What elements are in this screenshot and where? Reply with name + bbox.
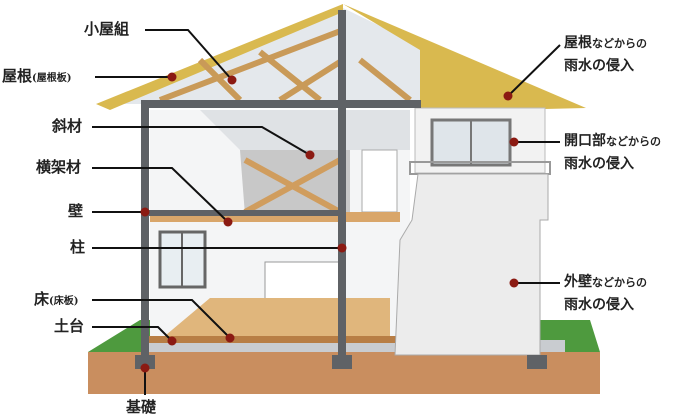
label-koyagumi: 小屋組 xyxy=(84,20,130,38)
kitchen xyxy=(264,261,341,301)
callout-main: 開口部 xyxy=(564,133,606,149)
callout-suffix: などからの xyxy=(606,135,661,148)
bracing xyxy=(243,157,342,215)
callout-wall-leak: 外壁などからの 雨水の侵入 xyxy=(564,271,647,317)
callout-main: 屋根 xyxy=(564,35,592,51)
label-yane-sub: (屋根板) xyxy=(32,73,72,84)
label-yuka: 床(床板) xyxy=(34,292,78,307)
frame xyxy=(135,10,547,369)
callout-line2: 雨水の侵入 xyxy=(564,156,634,172)
label-kiso: 基礎 xyxy=(126,398,157,416)
interior-ceiling xyxy=(200,110,410,150)
callout-opening-leak: 開口部などからの 雨水の侵入 xyxy=(564,130,661,176)
label-yane: 屋根(屋根板) xyxy=(2,69,71,84)
first-floor xyxy=(160,298,390,340)
roof-left-edge xyxy=(96,4,343,110)
marker-oukazai xyxy=(223,217,233,227)
callout-line2: 雨水の侵入 xyxy=(564,297,634,313)
marker-wall-leak xyxy=(509,278,519,288)
marker-hashira xyxy=(337,243,347,253)
callout-line2: 雨水の侵入 xyxy=(564,58,634,74)
outer-wall xyxy=(394,173,549,356)
sill xyxy=(145,336,400,343)
marker-shazai xyxy=(305,150,315,160)
marker-opening-leak xyxy=(509,137,519,147)
marker-koyagumi xyxy=(227,75,237,85)
label-yane-main: 屋根 xyxy=(2,67,33,85)
marker-dodai xyxy=(167,336,177,346)
callout-roof-leak: 屋根などからの 雨水の侵入 xyxy=(564,32,647,78)
label-shazai: 斜材 xyxy=(52,117,83,135)
leader-lines xyxy=(92,29,561,395)
roof-truss xyxy=(158,27,412,103)
label-hashira: 柱 xyxy=(70,238,86,256)
callout-suffix: などからの xyxy=(592,276,647,289)
marker-kabe xyxy=(140,207,150,217)
label-oukazai: 横架材 xyxy=(36,158,82,176)
label-yuka-main: 床 xyxy=(34,290,50,308)
marker-yuka xyxy=(225,333,235,343)
callout-suffix: などからの xyxy=(592,37,647,50)
label-kabe: 壁 xyxy=(68,202,84,220)
door xyxy=(361,149,398,213)
marker-kiso xyxy=(140,363,150,373)
roof-right xyxy=(343,4,586,112)
label-dodai: 土台 xyxy=(54,317,85,335)
marker-yane xyxy=(167,72,177,82)
marker-roof-leak xyxy=(503,91,513,101)
label-yuka-sub: (床板) xyxy=(49,296,79,307)
callout-main: 外壁 xyxy=(564,274,592,290)
